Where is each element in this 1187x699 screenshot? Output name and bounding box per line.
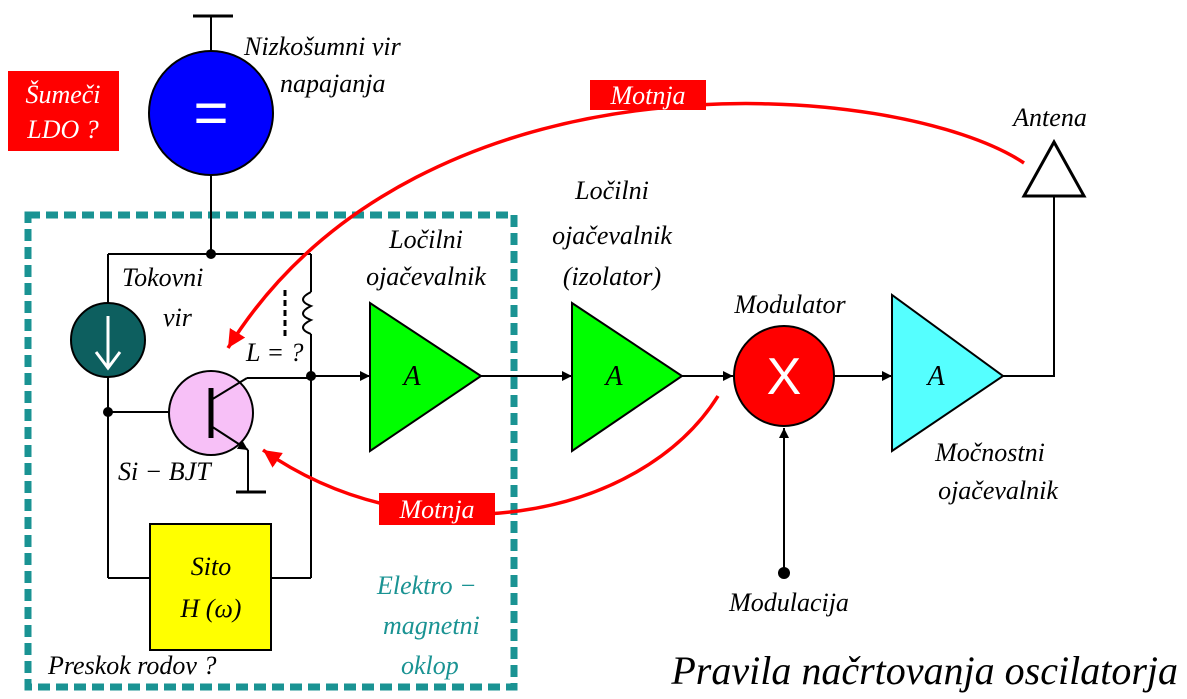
filter-label-1: Sito (191, 552, 231, 581)
shield-label-3: oklop (401, 651, 459, 680)
ground-bounce-label: Preskok rodov ? (47, 651, 216, 680)
interference-bottom-tag (379, 493, 495, 525)
supply-label-1: Nizkošumni vir (243, 32, 402, 61)
shield-label-2: magnetni (383, 611, 480, 640)
interference-bottom-label: Motnja (398, 495, 474, 524)
buffer1-label-1: Ločilni (388, 225, 463, 254)
modulation-label: Modulacija (728, 588, 849, 617)
buffer1-label-2: ojačevalnik (366, 262, 486, 291)
current-source-label-2: vir (163, 303, 193, 332)
shield-label-1: Elektro − (376, 571, 477, 600)
power-amp-symbol: A (925, 361, 945, 392)
antenna-feed-wire (1003, 196, 1055, 377)
buffer-amp-2-symbol: A (603, 361, 623, 392)
filter-box (149, 523, 272, 651)
inductor-coil-icon (302, 291, 314, 335)
buffer2-label-2: ojačevalnik (552, 221, 672, 250)
current-source-label-1: Tokovni (122, 263, 203, 292)
interference-top-tag (590, 80, 706, 110)
current-arrow-head-icon (94, 351, 122, 371)
antenna-label: Antena (1011, 103, 1087, 132)
buffer2-label-1: Ločilni (574, 176, 649, 205)
interference-top-label: Motnja (609, 81, 685, 110)
page-title: Pravila načrtovanja oscilatorja (670, 648, 1178, 693)
supply-symbol: = (193, 79, 228, 146)
antenna-icon (1021, 138, 1087, 198)
noisy-ldo-label-2: LDO ? (26, 115, 99, 144)
modulator-label: Modulator (733, 290, 846, 319)
buffer-amp-1-symbol: A (401, 361, 421, 392)
supply-label-2: napajanja (280, 69, 385, 98)
modulator-symbol: X (767, 348, 802, 406)
interference-bottom-curve (261, 395, 720, 516)
noisy-ldo-label-1: Šumeči (25, 80, 100, 109)
buffer-amp-1 (369, 301, 483, 453)
buffer-amp-2 (571, 301, 684, 453)
transistor-emitter (210, 425, 249, 451)
transistor-collector (210, 377, 248, 401)
buffer2-label-3: (izolator) (563, 262, 661, 291)
power-amp (891, 293, 1005, 453)
power-amp-label-2: ojačevalnik (938, 476, 1058, 505)
power-amp-label-1: Močnostni (934, 438, 1045, 467)
inductor-label: L = ? (245, 338, 304, 367)
shield-box (24, 211, 518, 691)
noisy-ldo-tag (8, 71, 119, 151)
transistor-label: Si − BJT (118, 457, 212, 486)
modulation-input-node (778, 567, 790, 579)
filter-label-2: H (ω) (180, 594, 242, 623)
